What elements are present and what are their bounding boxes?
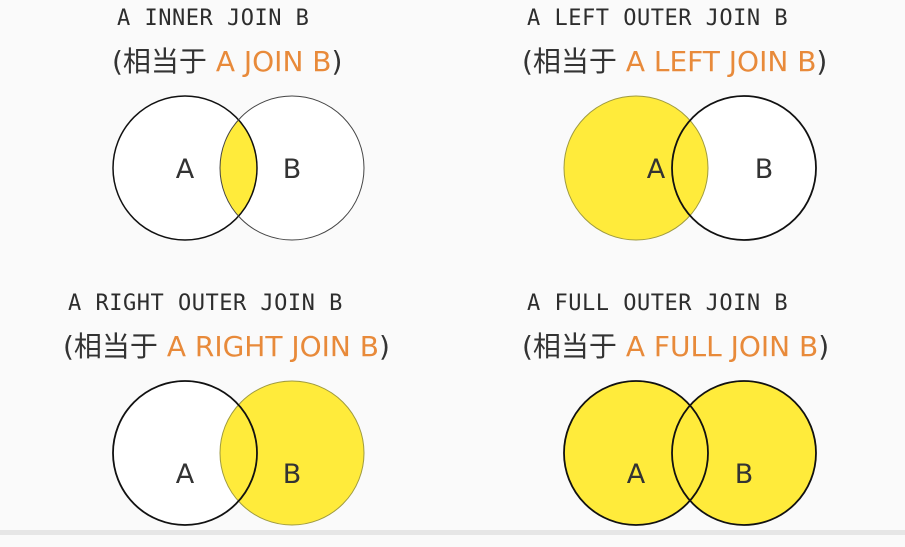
- panel-subtitle: (相当于 A FULL JOIN B): [522, 325, 829, 365]
- set-b-outline: [671, 380, 817, 526]
- set-a-outline: [563, 95, 709, 241]
- subtitle-suffix: ): [378, 330, 390, 363]
- set-a-label: A: [647, 154, 666, 185]
- panel-left-join: A LEFT OUTER JOIN B (相当于 A LEFT JOIN B) …: [510, 0, 890, 260]
- subtitle-keyword: A JOIN B: [215, 45, 332, 78]
- venn-diagram-full: A B: [563, 380, 817, 526]
- panel-title: A INNER JOIN B: [117, 6, 310, 31]
- subtitle-suffix: ): [331, 45, 343, 78]
- set-b-circle: [672, 381, 816, 525]
- subtitle-prefix: (相当于: [522, 330, 626, 363]
- subtitle-keyword: A FULL JOIN B: [625, 330, 819, 363]
- set-a-circle: [113, 96, 257, 240]
- set-a-circle: [564, 96, 708, 240]
- panel-subtitle: (相当于 A JOIN B): [112, 40, 342, 80]
- set-a-outline: [112, 95, 258, 241]
- set-b-outline: [671, 95, 817, 241]
- set-b-outline: [219, 380, 365, 526]
- panel-subtitle: (相当于 A RIGHT JOIN B): [63, 325, 390, 365]
- bottom-divider: [0, 530, 905, 535]
- subtitle-suffix: ): [818, 330, 830, 363]
- venn-diagram-right: A B: [112, 380, 365, 526]
- panel-full-join: A FULL OUTER JOIN B (相当于 A FULL JOIN B) …: [510, 285, 890, 545]
- panel-right-join: A RIGHT OUTER JOIN B (相当于 A RIGHT JOIN B…: [60, 285, 440, 545]
- set-b-circle: [672, 96, 816, 240]
- panel-subtitle: (相当于 A LEFT JOIN B): [522, 40, 827, 80]
- set-a-outline: [112, 380, 258, 526]
- set-b-outline: [219, 95, 365, 241]
- set-b-circle: [220, 96, 364, 240]
- subtitle-prefix: (相当于: [63, 330, 167, 363]
- panel-title: A LEFT OUTER JOIN B: [527, 6, 789, 31]
- set-a-circle: [113, 381, 257, 525]
- subtitle-suffix: ): [816, 45, 828, 78]
- subtitle-keyword: A LEFT JOIN B: [625, 45, 817, 78]
- set-b-label: B: [755, 154, 774, 185]
- set-a-label: A: [176, 459, 195, 490]
- subtitle-prefix: (相当于: [522, 45, 626, 78]
- set-b-circle: [220, 381, 364, 525]
- panel-title: A RIGHT OUTER JOIN B: [68, 291, 343, 316]
- set-b-label: B: [283, 154, 302, 185]
- set-a-label: A: [176, 154, 195, 185]
- subtitle-prefix: (相当于: [112, 45, 216, 78]
- venn-diagram-left: A B: [563, 95, 817, 241]
- subtitle-keyword: A RIGHT JOIN B: [166, 330, 379, 363]
- venn-diagram-inner: A B: [112, 95, 365, 241]
- set-a-outline: [563, 380, 709, 526]
- set-b-label: B: [283, 459, 302, 490]
- panel-inner-join: A INNER JOIN B (相当于 A JOIN B) A B: [60, 0, 440, 260]
- set-b-label: B: [735, 459, 754, 490]
- set-a-circle: [564, 381, 708, 525]
- panel-title: A FULL OUTER JOIN B: [527, 291, 789, 316]
- set-a-label: A: [627, 459, 646, 490]
